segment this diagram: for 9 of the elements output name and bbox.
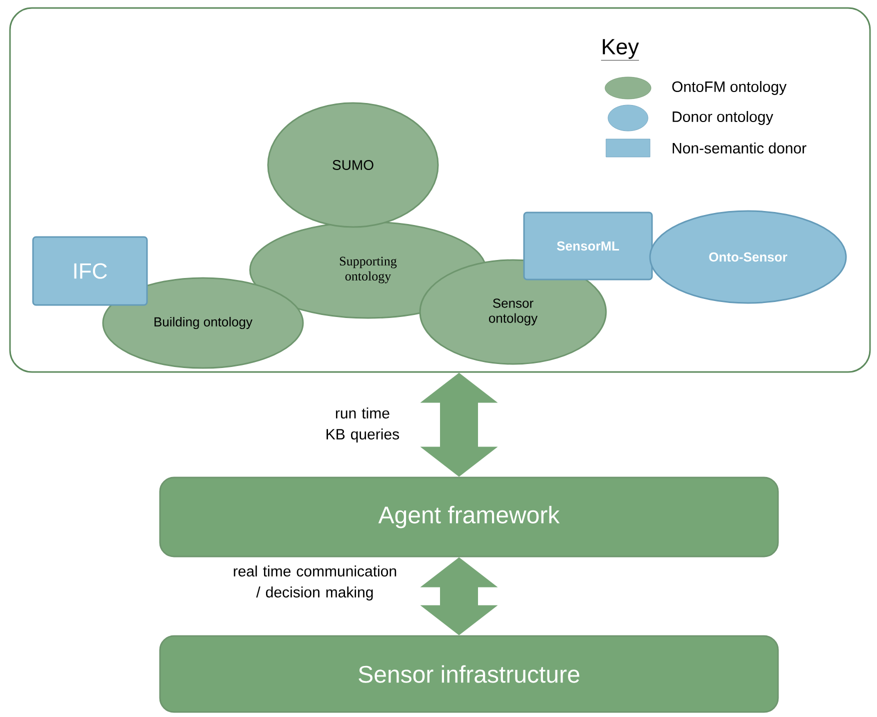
legend-title: Key [600,39,640,60]
legend-text: Non-semantic donor [672,142,806,154]
edge-label: run time KB queries [326,408,399,442]
legend-text: OntoFM ontology [672,81,787,95]
edge-label: real time communication / decision making [234,566,396,600]
donor-box: IFC [32,236,148,306]
process-box: Sensor infrastructure [159,635,779,713]
legend-text: Donor ontology [672,111,774,125]
donor-box: SensorML [523,212,653,280]
